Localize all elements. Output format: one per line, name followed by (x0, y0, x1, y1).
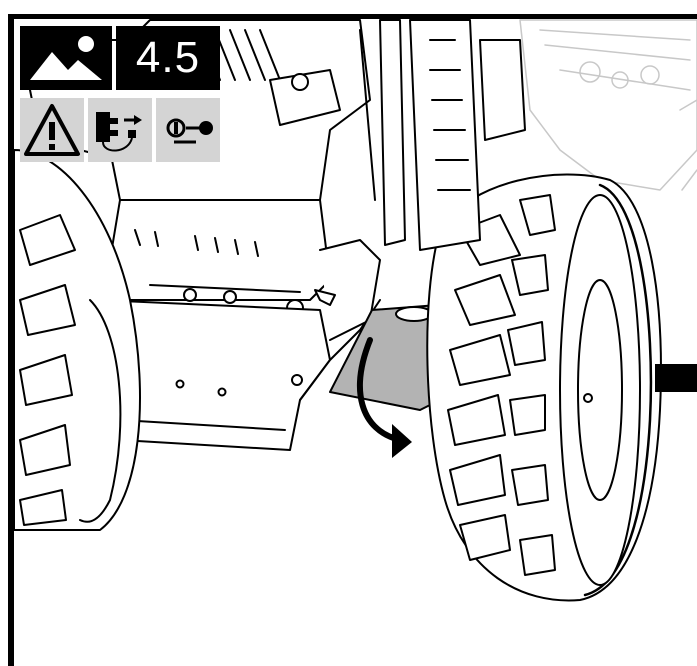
rotation-arrow-icon (357, 337, 403, 443)
disconnect-cell (88, 98, 152, 162)
picture-icon (30, 36, 102, 80)
step-number: 4.5 (116, 26, 220, 90)
key-cell (156, 98, 220, 162)
mower-deck-outline (519, 19, 697, 191)
rotation-arrow-head (392, 424, 412, 458)
left-wheel (13, 149, 141, 531)
photo-cell (20, 26, 112, 90)
warning-cell (20, 98, 84, 162)
gear-box (109, 199, 331, 317)
remove-ignition-key-icon (166, 118, 213, 144)
step-badge: 4.5 (20, 26, 220, 168)
right-wheel (426, 173, 662, 602)
side-bar (655, 364, 697, 392)
page-frame-left (8, 14, 14, 666)
page-frame-top (8, 14, 697, 19)
front-chassis (99, 239, 381, 451)
handlebar-column (359, 19, 526, 251)
disconnect-spark-plug-icon (96, 112, 142, 152)
axle-hole (395, 306, 433, 322)
warning-triangle-icon (24, 104, 80, 156)
warning-icon-row (20, 98, 220, 162)
